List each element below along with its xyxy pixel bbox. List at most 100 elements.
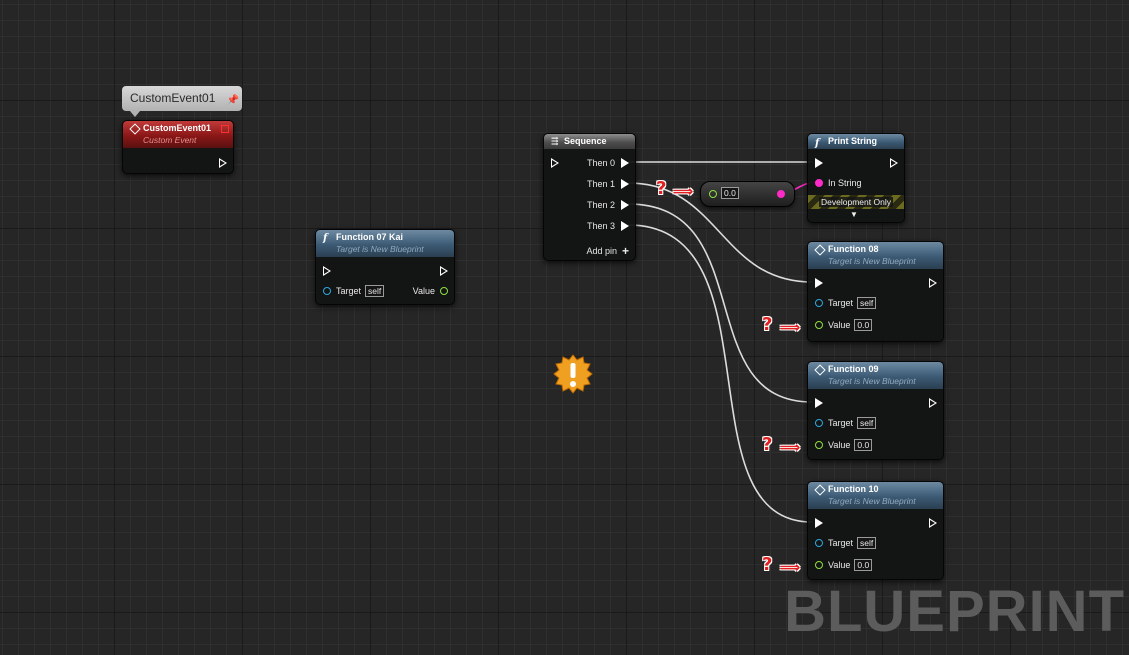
function07-value-out[interactable]: Value [413, 284, 448, 298]
function10-header[interactable]: Function 10 Target is New Blueprint [808, 482, 943, 509]
function07-exec-out[interactable] [440, 264, 448, 278]
event-comment-bubble[interactable]: CustomEvent01 📌 [122, 86, 242, 117]
function09-exec-out[interactable] [929, 396, 937, 410]
function08-exec-out[interactable] [929, 276, 937, 290]
exec-out-icon [890, 158, 898, 168]
function08-target-pin[interactable]: Target self [815, 296, 877, 310]
print-string-header[interactable]: f Print String [808, 134, 904, 149]
object-pin-icon [815, 299, 823, 307]
delegate-pin-icon[interactable] [221, 125, 229, 133]
string-pin-icon [815, 179, 823, 187]
object-pin-icon [815, 419, 823, 427]
exec-in-icon [815, 518, 823, 528]
sequence-then0[interactable]: Then 0 [587, 156, 629, 170]
exec-in-icon [323, 266, 331, 276]
function07-node[interactable]: f Function 07 Kai Target is New Blueprin… [315, 229, 455, 305]
function09-exec-in[interactable] [815, 396, 823, 410]
function09-node[interactable]: Function 09 Target is New Blueprint Targ… [807, 361, 944, 460]
development-only-label: Development Only [819, 197, 893, 207]
function07-header[interactable]: f Function 07 Kai Target is New Blueprin… [316, 230, 454, 257]
exec-out-icon [929, 278, 937, 288]
sequence-then1[interactable]: Then 1 [587, 177, 629, 191]
exec-in-icon [551, 158, 559, 168]
exec-in-icon [815, 398, 823, 408]
sequence-then2[interactable]: Then 2 [587, 198, 629, 212]
float-pin-icon [709, 190, 717, 198]
expand-chevron-icon[interactable]: ▼ [850, 210, 858, 219]
exec-in-icon [815, 158, 823, 168]
function10-exec-in[interactable] [815, 516, 823, 530]
function07-exec-in[interactable] [323, 264, 331, 278]
wire-then2-function09 [627, 203, 813, 403]
pushpin-icon[interactable]: 📌 [226, 95, 239, 106]
right-arrow-icon: ⟹ [673, 183, 694, 199]
warning-icon [553, 354, 593, 394]
sequence-node[interactable]: ⇶ Sequence Then 0 Then 1 Then 2 Then 3 A… [543, 133, 636, 261]
sequence-header[interactable]: ⇶ Sequence [544, 134, 635, 149]
target-self-field[interactable]: self [857, 417, 877, 429]
function07-subtitle: Target is New Blueprint [336, 244, 424, 254]
event-diamond-icon [129, 123, 141, 135]
value-field[interactable]: 0.0 [854, 559, 873, 571]
function09-target-pin[interactable]: Target self [815, 416, 877, 430]
plus-icon: + [621, 244, 629, 258]
exec-out-icon [621, 200, 629, 210]
sequence-icon: ⇶ [551, 137, 559, 147]
function-icon: f [815, 138, 820, 149]
custom-event-header[interactable]: CustomEvent01 Custom Event [123, 121, 233, 148]
right-arrow-icon: ⟹ [780, 319, 801, 335]
function10-exec-out[interactable] [929, 516, 937, 530]
blueprint-watermark: BLUEPRINT [784, 579, 1125, 644]
custom-event-title: CustomEvent01 [143, 123, 212, 133]
function09-value-pin[interactable]: Value 0.0 [815, 438, 873, 452]
custom-event-subtitle: Custom Event [143, 135, 197, 145]
sequence-then3[interactable]: Then 3 [587, 219, 629, 233]
value-field[interactable]: 0.0 [854, 439, 873, 451]
print-string-exec-out[interactable] [890, 156, 898, 170]
sequence-add-pin-button[interactable]: Add pin + [586, 244, 629, 258]
unknown-question-icon: ? [762, 434, 773, 455]
function08-value-pin[interactable]: Value 0.0 [815, 318, 873, 332]
sequence-exec-in[interactable] [551, 156, 559, 170]
function08-exec-in[interactable] [815, 276, 823, 290]
float-pin-icon [815, 561, 823, 569]
exec-out-icon [440, 266, 448, 276]
print-string-node[interactable]: f Print String In String Development Onl… [807, 133, 905, 223]
right-arrow-icon: ⟹ [780, 439, 801, 455]
target-self-field[interactable]: self [857, 297, 877, 309]
value-label: Value [828, 560, 851, 570]
then3-label: Then 3 [586, 221, 615, 231]
conversion-node[interactable]: 0.0 [700, 181, 795, 207]
add-pin-label: Add pin [586, 246, 617, 256]
target-label: Target [828, 538, 854, 548]
function-diamond-icon [814, 484, 826, 496]
exec-in-icon [815, 278, 823, 288]
function07-target-pin[interactable]: Target self [323, 284, 385, 298]
target-self-field[interactable]: self [857, 537, 877, 549]
unknown-question-icon: ? [762, 314, 773, 335]
function08-node[interactable]: Function 08 Target is New Blueprint Targ… [807, 241, 944, 342]
function10-subtitle: Target is New Blueprint [828, 496, 916, 506]
function09-header[interactable]: Function 09 Target is New Blueprint [808, 362, 943, 389]
value-label: Value [412, 286, 435, 296]
function08-header[interactable]: Function 08 Target is New Blueprint [808, 242, 943, 269]
target-self-field[interactable]: self [365, 285, 385, 297]
function10-value-pin[interactable]: Value 0.0 [815, 558, 873, 572]
float-pin-icon [815, 441, 823, 449]
comment-label: CustomEvent01 [130, 91, 216, 105]
custom-event-node[interactable]: CustomEvent01 Custom Event [122, 120, 234, 174]
function10-target-pin[interactable]: Target self [815, 536, 877, 550]
function08-title: Function 08 [828, 244, 879, 254]
custom-event-exec-out[interactable] [219, 156, 227, 170]
value-field[interactable]: 0.0 [854, 319, 873, 331]
target-label: Target [828, 298, 854, 308]
function08-subtitle: Target is New Blueprint [828, 256, 916, 266]
function09-subtitle: Target is New Blueprint [828, 376, 916, 386]
conversion-value-field[interactable]: 0.0 [721, 187, 739, 199]
function10-node[interactable]: Function 10 Target is New Blueprint Targ… [807, 481, 944, 580]
then1-label: Then 1 [586, 179, 615, 189]
print-string-exec-in[interactable] [815, 156, 823, 170]
function-diamond-icon [814, 244, 826, 256]
unknown-question-icon: ? [762, 554, 773, 575]
print-string-in-string-pin[interactable]: In String [815, 176, 862, 190]
